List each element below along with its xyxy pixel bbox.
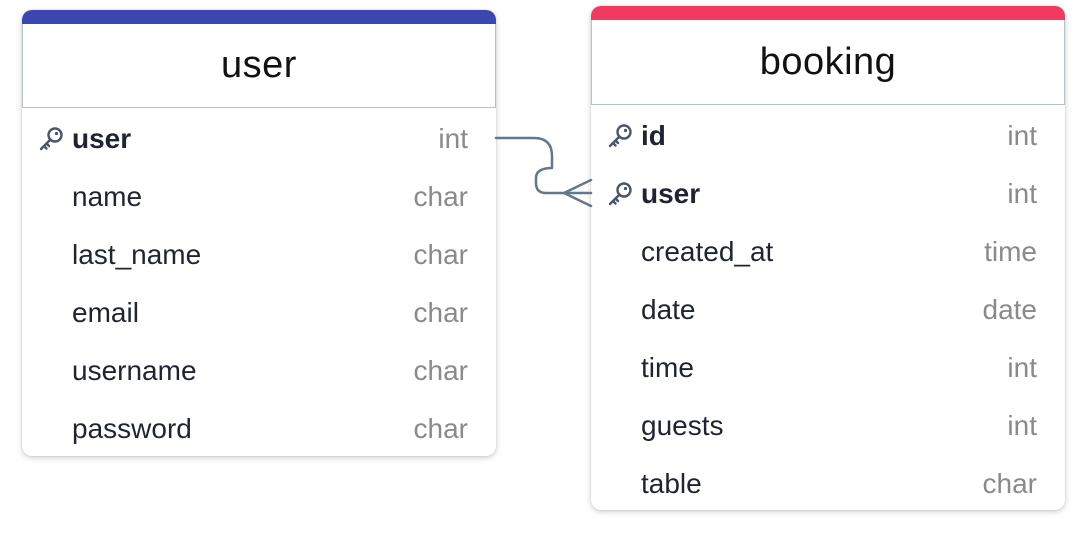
field-type: char (413, 297, 468, 328)
key-icon (39, 127, 63, 151)
field-row-user-last_name[interactable]: last_name char (22, 226, 496, 284)
field-name: name (72, 181, 143, 212)
field-row-booking-created_at[interactable]: created_at time (591, 223, 1065, 281)
table-booking-accent (591, 6, 1065, 20)
field-type: char (982, 468, 1037, 499)
field-row-booking-guests[interactable]: guests int (591, 397, 1065, 455)
field-row-booking-user[interactable]: user int (591, 165, 1065, 223)
field-type: char (413, 355, 468, 386)
key-icon (608, 124, 632, 148)
field-type: int (1007, 352, 1037, 383)
field-name: table (641, 468, 702, 499)
field-row-booking-date[interactable]: date date (591, 281, 1065, 339)
field-type: int (1007, 410, 1037, 441)
field-type: time (984, 236, 1037, 267)
primary-key-icon (605, 179, 635, 209)
primary-key-icon (605, 121, 635, 151)
field-row-user-email[interactable]: email char (22, 284, 496, 342)
field-row-user-password[interactable]: password char (22, 400, 496, 456)
field-name: email (72, 297, 139, 328)
field-name: time (641, 352, 694, 383)
table-user-title[interactable]: user (22, 24, 496, 108)
field-type: int (438, 123, 468, 154)
field-row-user-username[interactable]: username char (22, 342, 496, 400)
field-name: last_name (72, 239, 202, 270)
field-row-user-name[interactable]: name char (22, 168, 496, 226)
crowfoot-many-marker (562, 178, 593, 208)
field-name: password (72, 413, 192, 444)
table-user-accent (22, 10, 496, 24)
field-name: date (641, 294, 696, 325)
field-type: char (413, 239, 468, 270)
primary-key-icon (36, 124, 66, 154)
field-name: id (641, 120, 666, 151)
field-name: guests (641, 410, 724, 441)
table-booking-title[interactable]: booking (591, 20, 1065, 105)
field-row-user-user[interactable]: user int (22, 110, 496, 168)
field-name: created_at (641, 236, 774, 267)
field-type: char (413, 181, 468, 212)
field-row-booking-table[interactable]: table char (591, 455, 1065, 510)
field-name: user (72, 123, 132, 154)
field-name: user (641, 178, 701, 209)
field-row-booking-time[interactable]: time int (591, 339, 1065, 397)
key-icon (608, 182, 632, 206)
field-type: date (982, 294, 1038, 325)
field-name: username (72, 355, 197, 386)
field-type: int (1007, 120, 1037, 151)
field-row-booking-id[interactable]: id int (591, 107, 1065, 165)
relationship-line[interactable] (494, 136, 593, 195)
field-type: int (1007, 178, 1037, 209)
field-type: char (413, 413, 468, 444)
